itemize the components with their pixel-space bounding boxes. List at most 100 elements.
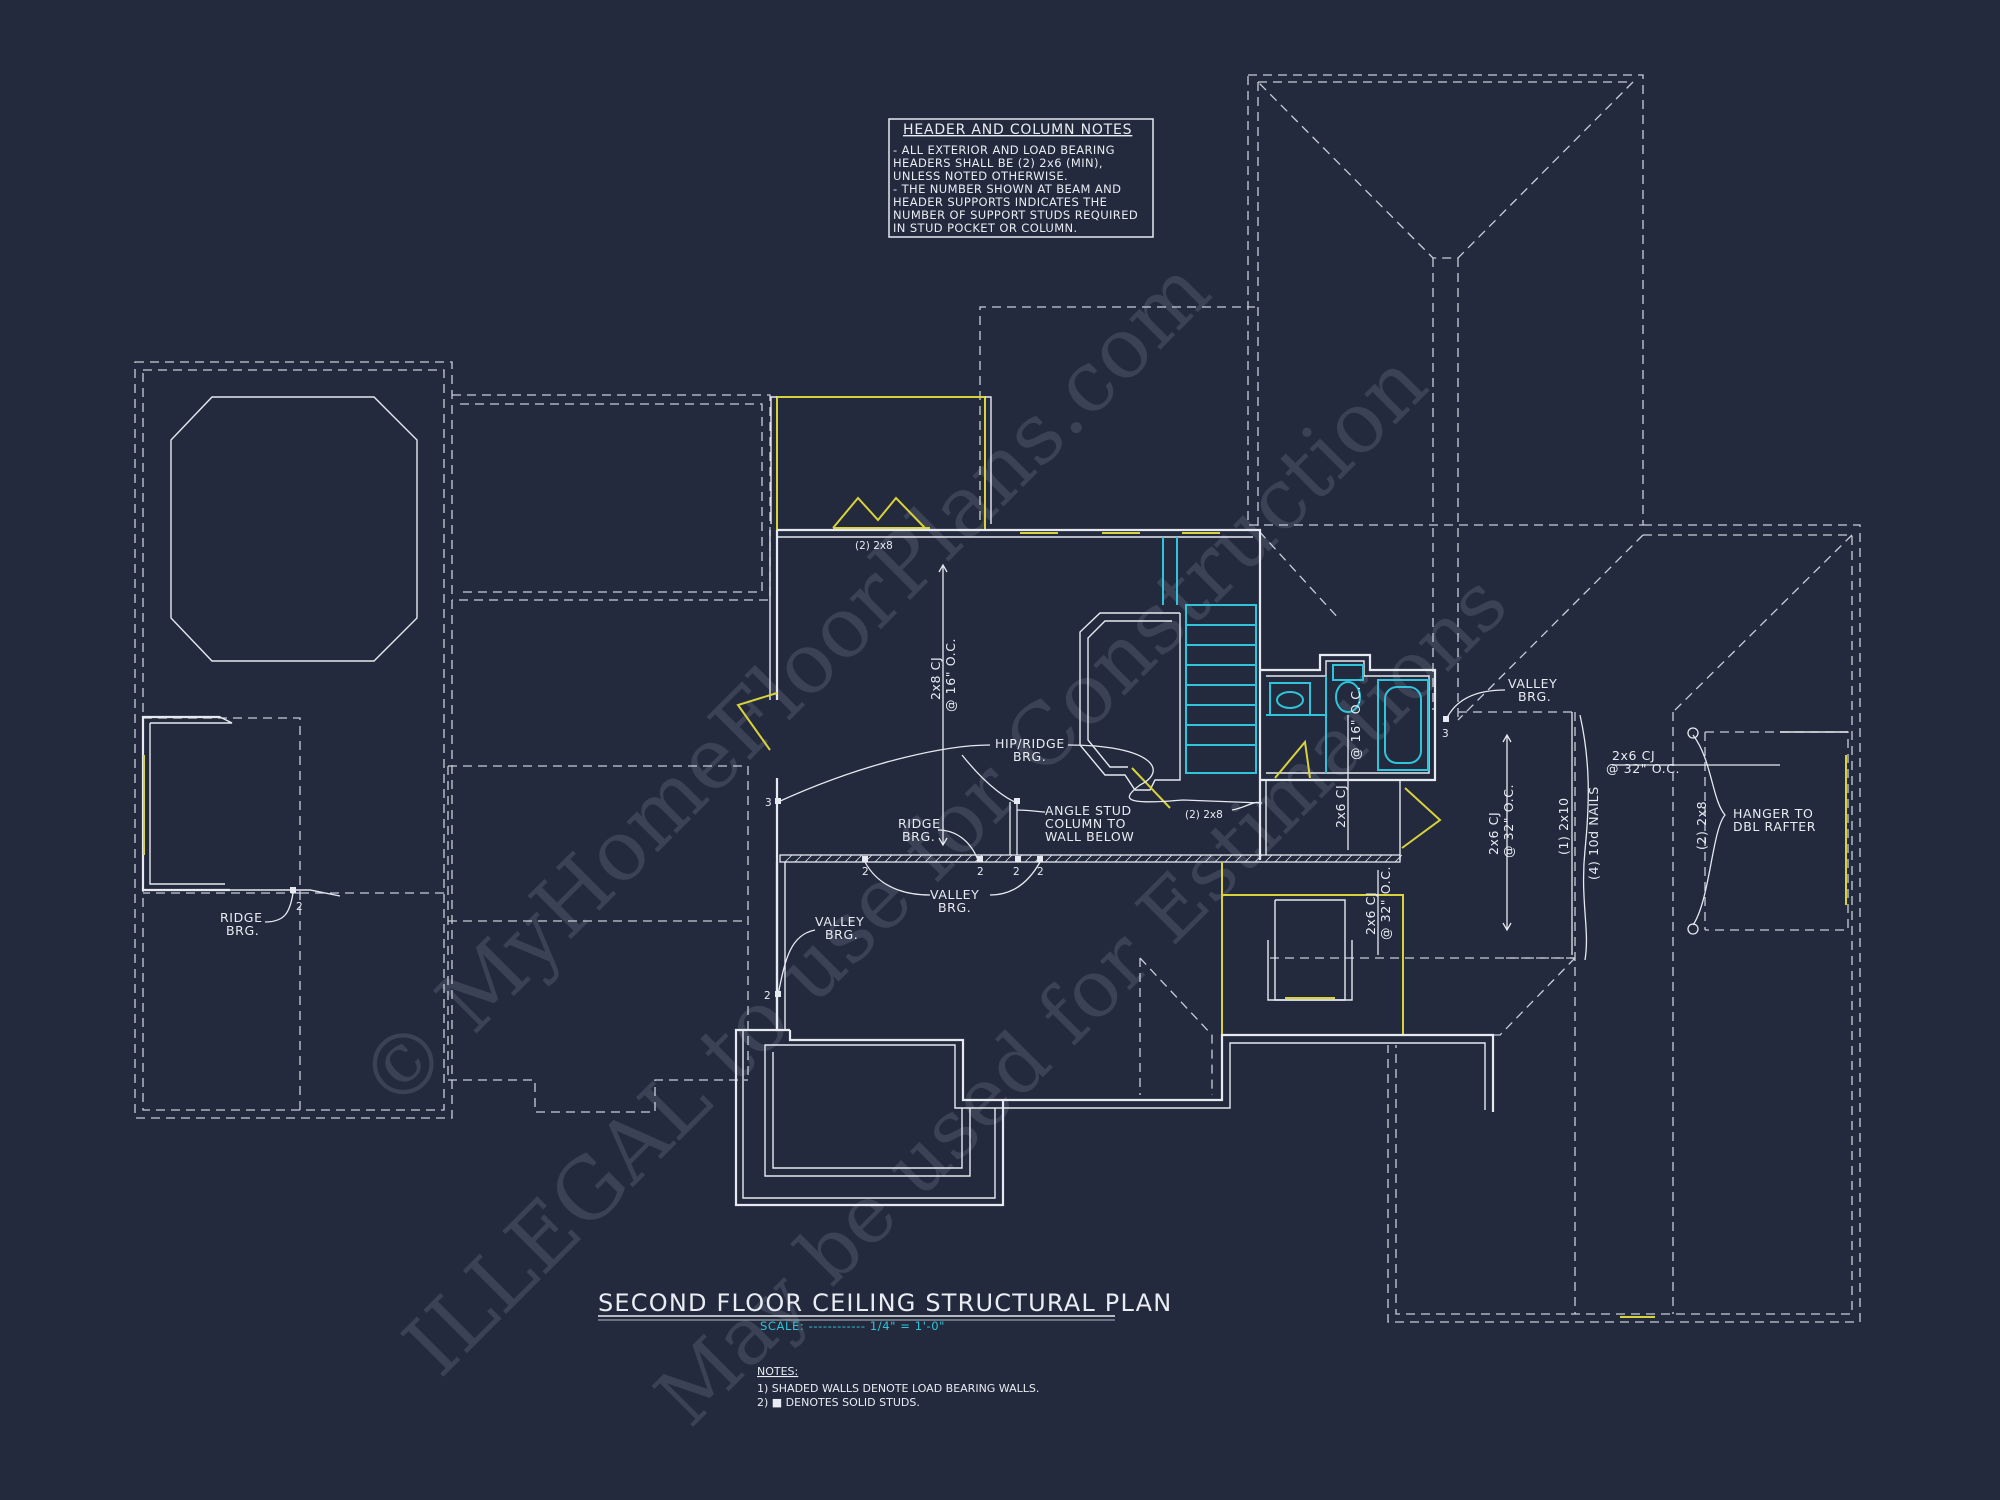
label-cj-2x6-low-spacing: @ 32" O.C. [1378,866,1393,940]
roof-outline-upper-right [1247,74,1644,526]
label-valley-center-brg: BRG. [938,900,971,915]
load-bearing-hatch [784,854,1403,863]
wall [734,1028,1005,1207]
bathtub-basin [1384,686,1422,764]
wall [764,1044,971,1177]
notes-line: HEADERS SHALL BE (2) 2x6 (MIN), [893,156,1103,170]
stairs [1162,537,1257,774]
roof-outline-upper-middle-inner [460,403,763,593]
bay-outline [776,396,986,530]
roof-outline-right-wing [1387,524,1861,1323]
stud-count: 2 [296,901,303,913]
leader-valley-right [1445,689,1506,721]
notes-line: UNLESS NOTED OTHERWISE. [893,169,1068,183]
roof-outline-left-wing [134,361,453,1119]
label-hip-ridge: HIP/RIDGE [995,736,1065,751]
roof-line [1388,957,1576,1036]
roof-line [1705,731,1849,931]
label-cj-2x6-low: 2x6 CJ [1363,892,1378,935]
wall [141,715,230,892]
label-header-2x8-top: (2) 2x8 [855,540,893,552]
fireplace-box [1274,899,1346,1001]
stud-marker [862,856,868,862]
bathtub [1377,679,1429,771]
label-valley-left: VALLEY [815,914,864,929]
label-cj-2x6-bath-spacing: @ 16" O.C. [1348,686,1363,760]
door [736,692,778,751]
bathroom [1260,653,1437,782]
label-angle-wall: WALL BELOW [1045,829,1134,844]
plan-title: SECOND FLOOR CEILING STRUCTURAL PLAN [598,1289,1172,1317]
roof-outline-left-wing-inner [142,369,445,1111]
hanger-marker [1687,923,1699,935]
arrowheads [1502,733,1512,932]
wall [1260,653,1437,782]
stair-run [1185,604,1257,774]
fireplace-hearth [1267,940,1353,1001]
leader-valley [864,861,931,896]
roof-line [979,306,1255,520]
stud-marker [775,991,781,997]
stud-count: 3 [765,797,772,809]
angled-wall [1079,612,1181,791]
label-cj-2x6-top-spacing: @ 32" O.C. [1606,761,1680,776]
roof-outline-upper-middle [452,394,771,601]
bay-window [832,496,926,529]
stud-count: 2 [862,866,869,878]
stud-count: 2 [1013,866,1020,878]
label-header-2x8-right: (2) 2x8 [1694,801,1709,850]
stud-marker [1015,856,1021,862]
notes-line: - THE NUMBER SHOWN AT BEAM AND [893,182,1121,196]
label-ridge-center-brg: BRG. [902,829,935,844]
leader-hip-ridge [777,744,991,803]
notes-line: NUMBER OF SUPPORT STUDS REQUIRED [893,208,1138,222]
header-column-notes: HEADER AND COLUMN NOTES - ALL EXTERIOR A… [888,118,1154,238]
leader-valley-left [777,929,816,996]
roof-hip-line [1257,81,1635,259]
door [1274,739,1311,779]
label-ridge-center: RIDGE [898,816,941,831]
roof-hip-line [1139,957,1213,1095]
notes-box [888,118,1154,238]
main-walls [734,396,1848,1318]
stair-treads [1186,624,1256,746]
notes-line: HEADER SUPPORTS INDICATES THE [893,195,1107,209]
room-outline [1221,862,1404,1035]
hanger-marker [1687,727,1699,739]
label-cj-2x6-right-spacing: @ 32" O.C. [1501,784,1516,858]
leader-valley [989,861,1041,896]
solid-stud-markers [290,716,1449,997]
label-valley-right-brg: BRG. [1518,689,1551,704]
label-hanger-rafter: DBL RAFTER [1733,819,1816,834]
label-cj-2x8: 2x8 CJ [928,657,943,700]
label-hip-ridge-brg: BRG. [1013,749,1046,764]
notes-title: HEADER AND COLUMN NOTES [903,122,1132,138]
roof-hip-line [1457,534,1644,721]
label-beam-2x10: (1) 2x10 [1556,797,1571,855]
label-header-2x8-mid: (2) 2x8 [1185,809,1223,821]
arrowheads [938,563,948,847]
stud-marker [775,798,781,804]
notes-line: - ALL EXTERIOR AND LOAD BEARING [893,143,1115,157]
toilet-tank [1332,664,1364,681]
plan-notes: NOTES: 1) SHADED WALLS DENOTE LOAD BEARI… [757,1365,1039,1409]
label-valley-right: VALLEY [1508,676,1557,691]
stud-count: 2 [764,990,771,1002]
label-ridge-left-brg: BRG. [226,923,259,938]
label-valley-center: VALLEY [930,887,979,902]
dimension-lines [264,563,1780,996]
roof-outline-right-wing-inner [1395,534,1853,1315]
roof-hip-line [1672,534,1853,713]
label-nails: (4) 10d NAILS [1586,786,1601,880]
leader-hanger [1692,734,1726,926]
wall [772,1052,963,1169]
label-cj-2x6-top: 2x6 CJ [1612,748,1655,763]
stud-marker [977,856,983,862]
wall [788,1030,1495,1112]
stud-marker [1037,856,1043,862]
door [1401,787,1442,849]
notes-heading: NOTES: [757,1365,798,1378]
stud-count: 2 [977,866,984,878]
stud-count: 3 [1442,728,1449,740]
